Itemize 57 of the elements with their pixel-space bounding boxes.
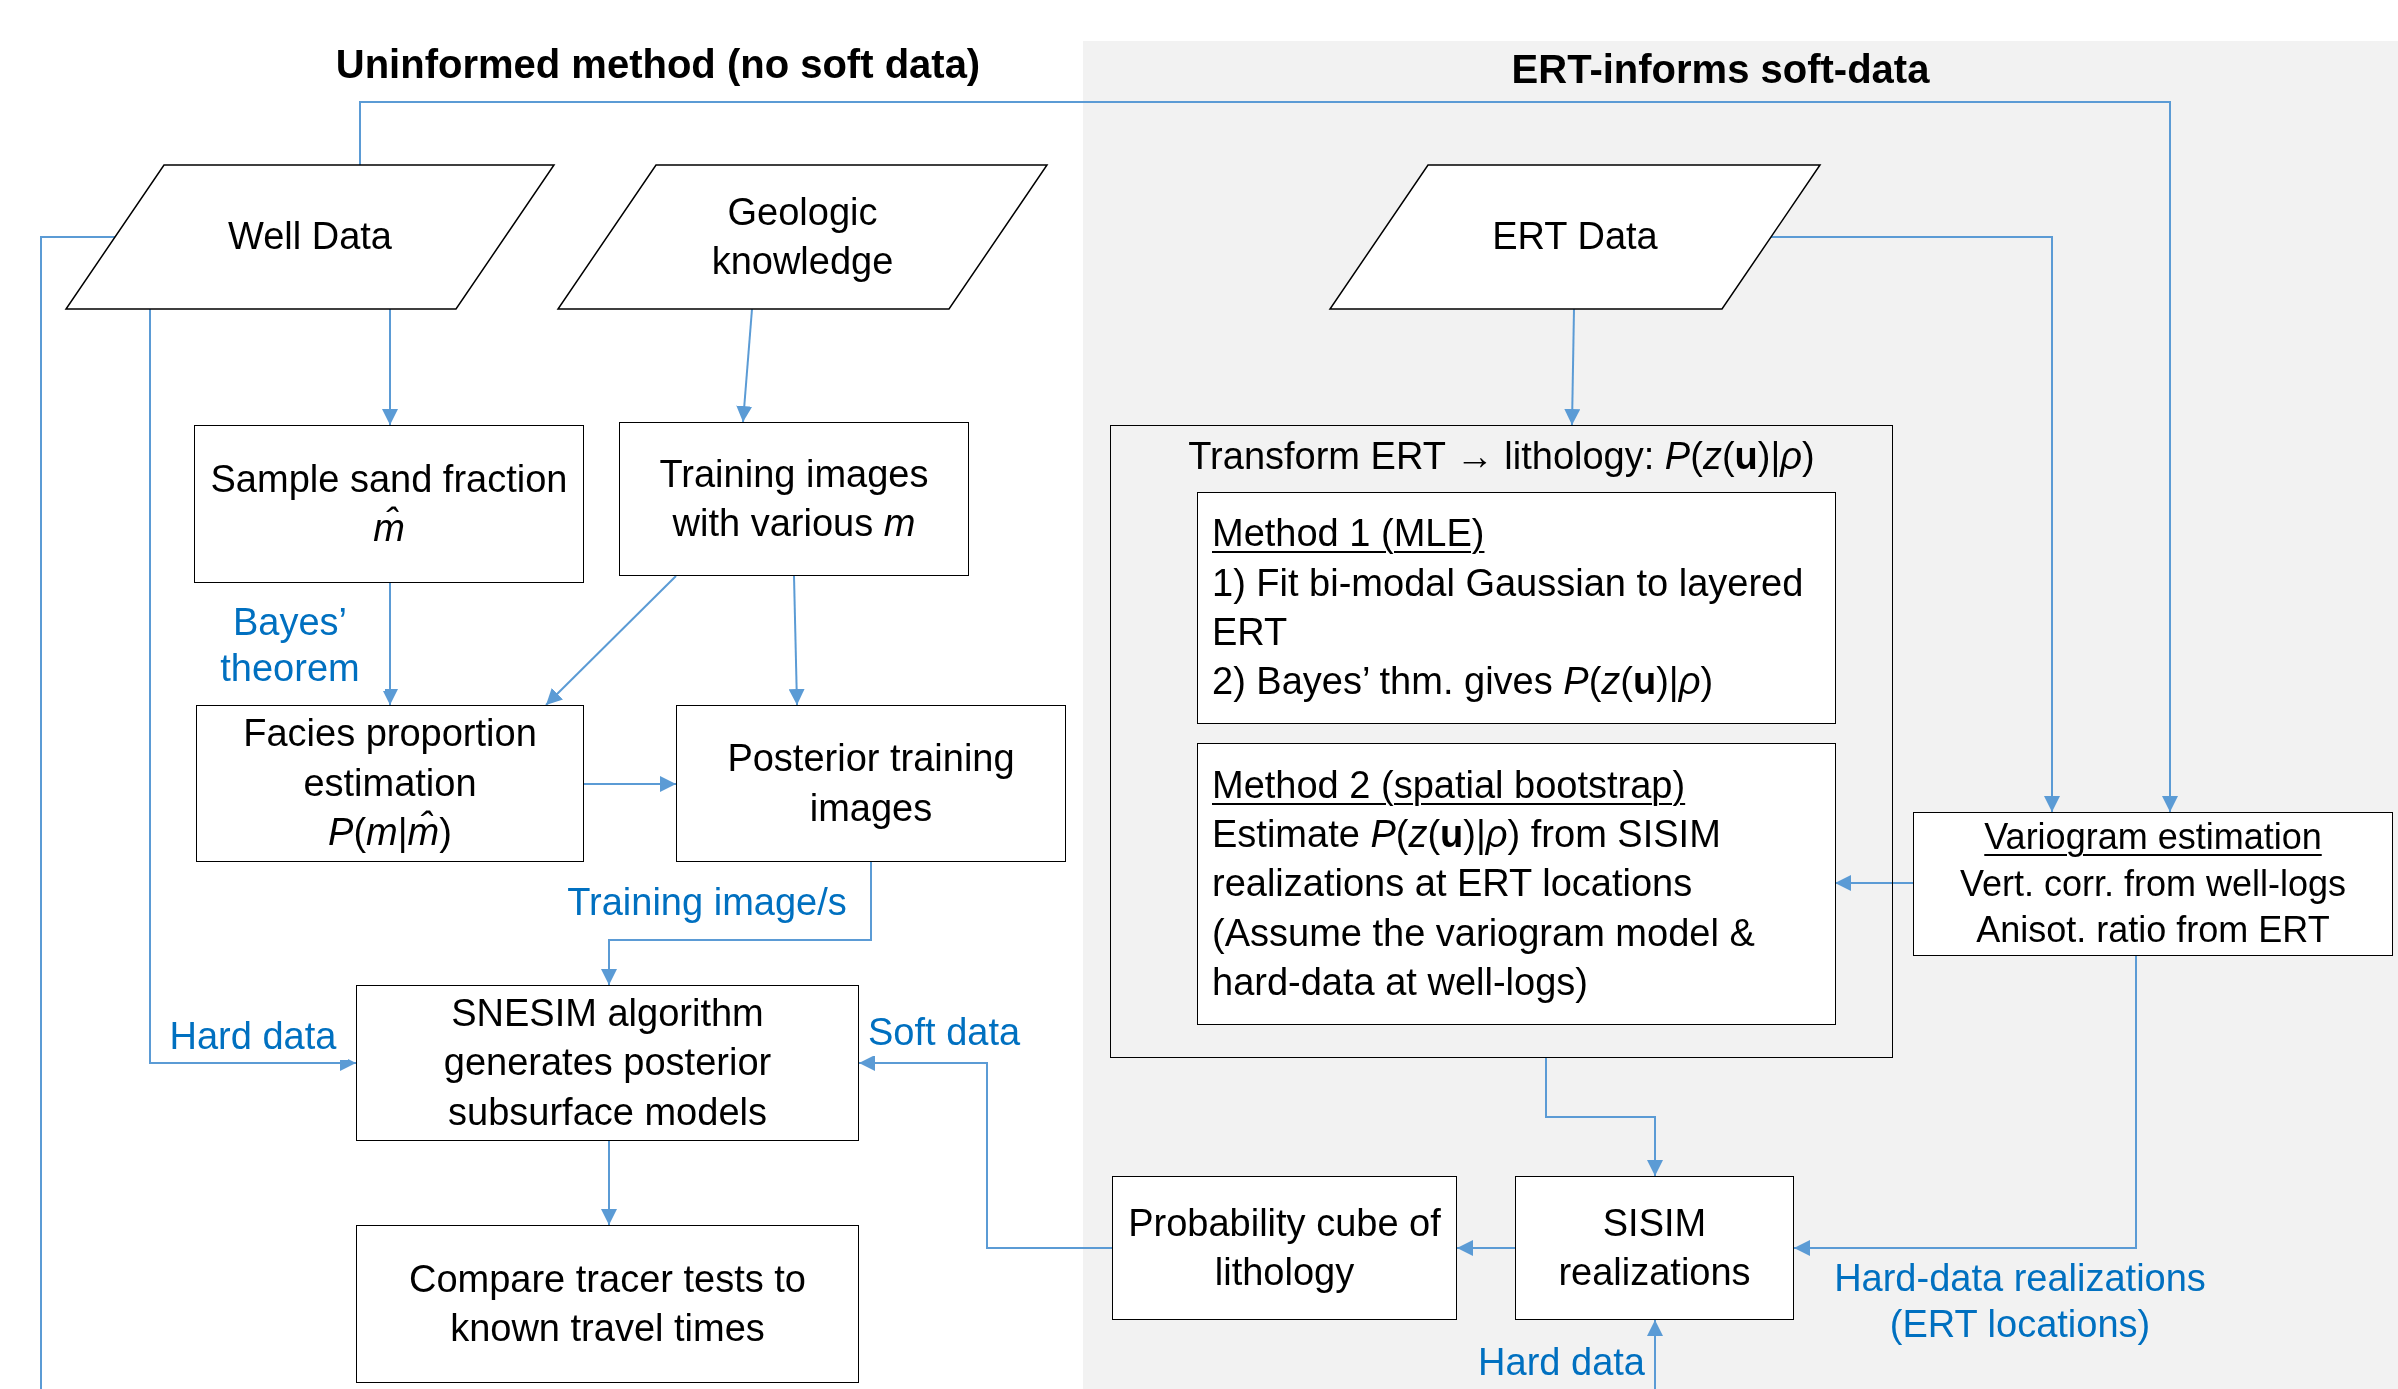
data-parallelogram	[558, 165, 1047, 309]
process-box	[1913, 812, 2393, 956]
box-text: 2) Bayes’ thm. gives P(z(u)|ρ)	[1212, 659, 1715, 705]
box-heading: Variogram estimation	[1984, 814, 2322, 859]
connector-arrow	[359, 101, 2178, 813]
box-text: Anisot. ratio from ERT	[1976, 908, 2330, 953]
process-box	[194, 425, 584, 583]
process-box	[1515, 1176, 1794, 1320]
connector-arrow	[1770, 236, 2060, 813]
process-box	[356, 985, 859, 1141]
connector-arrow	[601, 1140, 617, 1226]
box-text: Vert. corr. from well-logs	[1959, 861, 2347, 906]
group-box	[1110, 425, 1893, 1058]
box-text: Estimate P(z(u)|ρ) from SISIM realizations at ERT locations	[1212, 811, 1722, 907]
box-text: Probability cube of lithology	[1127, 1200, 1442, 1295]
box-text: SNESIM algorithm generates posterior subsurface models	[442, 990, 773, 1135]
connector-arrow	[1793, 955, 2137, 1256]
box-text: Training images with various m	[658, 451, 930, 546]
connector-arrow	[149, 308, 357, 1071]
connector-arrow	[1834, 875, 1914, 891]
box-text: (Assume the variogram model & hard-data at well-logs)	[1212, 910, 1756, 1006]
box-text: Well Data	[228, 214, 392, 260]
data-parallelogram	[1330, 165, 1820, 309]
process-box	[1112, 1176, 1457, 1320]
panel-title: ERT-informs soft-data	[1511, 46, 1930, 93]
connector-arrow	[788, 575, 805, 706]
box-text: Geologic knowledge	[710, 189, 895, 284]
connector-arrow	[601, 861, 872, 986]
box-text: SISIM realizations	[1557, 1200, 1752, 1295]
process-box	[1197, 743, 1836, 1025]
process-box	[1197, 492, 1836, 724]
connector-arrow	[1647, 1319, 1663, 1389]
connector-arrow	[1456, 1240, 1516, 1256]
connector-arrow	[1564, 308, 1581, 426]
connector-arrow	[382, 308, 398, 426]
box-heading: Method 2 (spatial bootstrap)	[1212, 762, 1687, 808]
box-text: Compare tracer tests to known travel times	[407, 1256, 807, 1351]
box-text: Posterior training images	[726, 736, 1016, 831]
box-text: Sample sand fraction m̂	[209, 456, 569, 551]
process-box	[676, 705, 1066, 862]
connector-arrow	[736, 308, 753, 423]
process-box	[356, 1225, 859, 1383]
connector-arrow	[382, 582, 398, 706]
connector-arrow	[1545, 1057, 1663, 1177]
connector-line	[40, 236, 116, 1389]
data-parallelogram	[66, 165, 554, 309]
box-text: Transform ERT → lithology: P(z(u)|ρ)	[1188, 434, 1815, 479]
process-box	[196, 705, 584, 862]
connector-arrow	[545, 575, 677, 706]
connector-arrow	[583, 776, 677, 792]
process-box	[619, 422, 969, 576]
box-text: ERT Data	[1492, 214, 1658, 260]
box-text: P(m|m̂)	[328, 809, 452, 856]
connector-arrow	[858, 1055, 1113, 1249]
box-heading: Method 1 (MLE)	[1212, 511, 1486, 557]
section-heading: Uninformed method (no soft data)	[334, 41, 982, 88]
panel-band	[1083, 41, 2398, 1389]
